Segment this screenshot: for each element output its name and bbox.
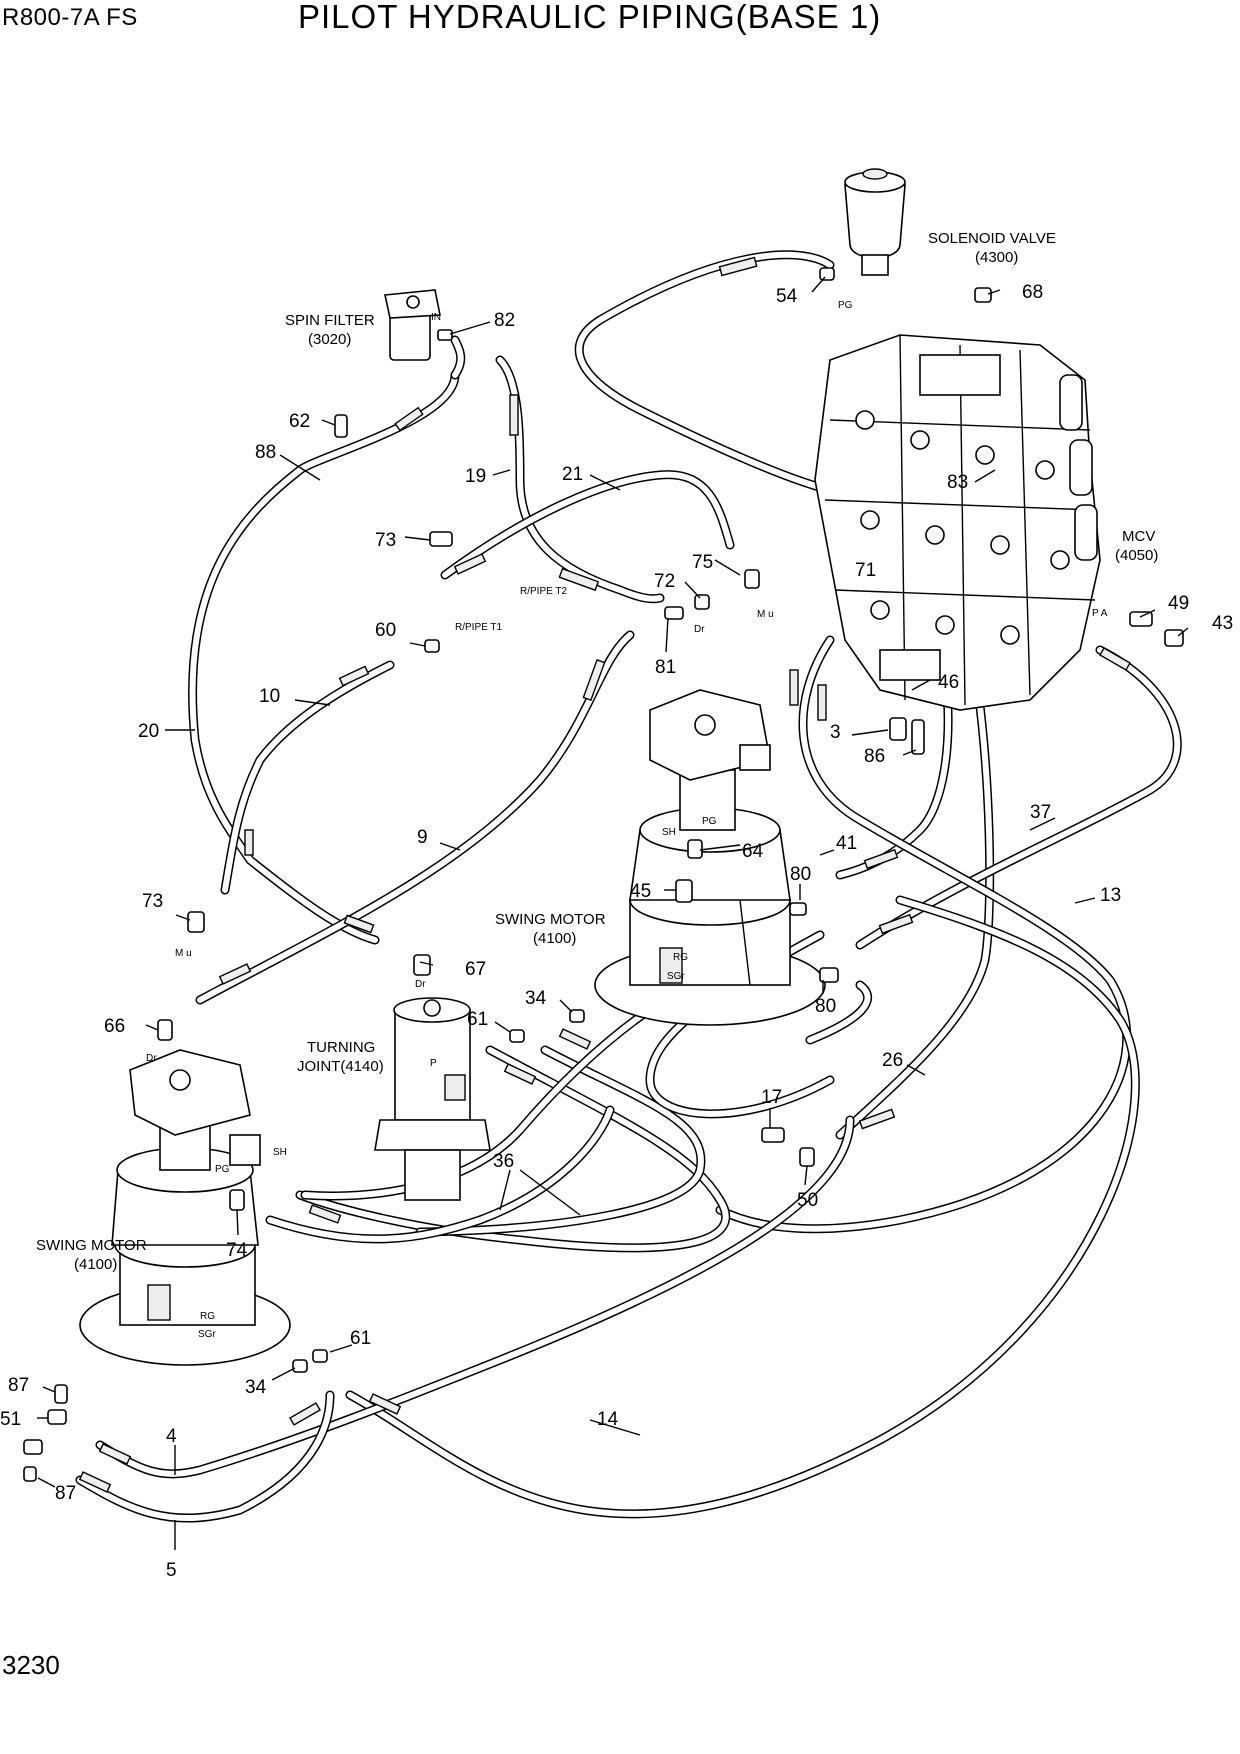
callout-66: 66 (104, 1016, 125, 1037)
callout-3: 3 (830, 722, 841, 743)
callout-74: 74 (226, 1240, 248, 1261)
spin-filter (384, 289, 441, 361)
callout-60: 60 (375, 620, 396, 641)
callout-43: 43 (1212, 613, 1233, 634)
callout-34-right: 34 (525, 988, 547, 1009)
hose-lines (75, 250, 1182, 1523)
caption-solenoid-valve-name: SOLENOID VALVE (928, 230, 1056, 247)
callout-36: 36 (493, 1151, 514, 1172)
caption-solenoid-valve-code: (4300) (975, 249, 1018, 266)
leader-lines (37, 276, 1189, 1550)
callout-87-top: 87 (8, 1375, 29, 1396)
callout-54: 54 (776, 286, 798, 307)
callout-9: 9 (417, 827, 428, 848)
caption-swing-motor-left-code: (4100) (74, 1256, 117, 1273)
port-sh-left: SH (273, 1147, 287, 1158)
callout-71: 71 (855, 560, 876, 581)
callout-72: 72 (654, 571, 675, 592)
callout-49: 49 (1168, 593, 1189, 614)
callout-26: 26 (882, 1050, 903, 1071)
port-dr-right: Dr (694, 624, 705, 635)
port-pa: P A (1092, 608, 1108, 619)
callout-46: 46 (938, 672, 959, 693)
callout-88: 88 (255, 442, 276, 463)
callout-87-bottom: 87 (55, 1483, 76, 1504)
port-sgr-left: SGr (198, 1329, 216, 1340)
port-mu-left: M u (175, 948, 192, 959)
port-sh-right: SH (662, 827, 676, 838)
callout-17: 17 (761, 1087, 782, 1108)
caption-mcv-code: (4050) (1115, 547, 1158, 564)
callout-86: 86 (864, 746, 885, 767)
swing-motor-right (594, 689, 826, 1026)
callout-73-top: 73 (375, 530, 396, 551)
port-dr-joint: Dr (415, 979, 426, 990)
port-pg-top: PG (838, 300, 853, 311)
port-pg-left: PG (215, 1164, 230, 1175)
port-dr-left: Dr (146, 1053, 157, 1064)
port-pg-right: PG (702, 816, 717, 827)
page-number: 3230 (2, 1650, 60, 1680)
turning-joint (374, 997, 491, 1201)
model-code: R800-7A FS (2, 4, 138, 31)
port-r-pipe-t1: R/PIPE T1 (455, 622, 502, 633)
caption-mcv-name: MCV (1122, 528, 1155, 545)
callout-80-top: 80 (790, 864, 811, 885)
callout-80-bottom: 80 (815, 996, 836, 1017)
port-mu-right: M u (757, 609, 774, 620)
caption-swing-motor-right-code: (4100) (533, 930, 576, 947)
callout-62: 62 (289, 411, 310, 432)
callout-41: 41 (836, 833, 857, 854)
callout-51: 51 (0, 1409, 21, 1430)
page-title: PILOT HYDRAULIC PIPING(BASE 1) (298, 0, 882, 35)
callout-67: 67 (465, 959, 486, 980)
callout-64: 64 (742, 841, 764, 862)
caption-spin-filter-code: (3020) (308, 331, 351, 348)
callout-21: 21 (562, 464, 583, 485)
caption-turning-joint-name: TURNING (307, 1039, 375, 1056)
callout-20: 20 (138, 721, 159, 742)
callout-45: 45 (630, 881, 651, 902)
callout-5: 5 (166, 1560, 177, 1581)
port-labels: R/PIPE T2 R/PIPE T1 IN PG P A M u Dr SH … (146, 300, 1108, 1340)
callout-75: 75 (692, 552, 713, 573)
fittings (23, 267, 1184, 1482)
swing-motor-left (79, 1049, 291, 1366)
caption-swing-motor-right-name: SWING MOTOR (495, 911, 606, 928)
callout-14: 14 (597, 1409, 619, 1430)
callout-82: 82 (494, 310, 515, 331)
callout-50: 50 (797, 1190, 818, 1211)
caption-swing-motor-left-name: SWING MOTOR (36, 1237, 147, 1254)
caption-spin-filter-name: SPIN FILTER (285, 312, 375, 329)
port-rg-left: RG (200, 1311, 215, 1322)
main-control-valve (814, 334, 1101, 711)
port-in: IN (431, 312, 441, 323)
callout-73-left: 73 (142, 891, 163, 912)
caption-turning-joint-code: JOINT(4140) (297, 1058, 384, 1075)
hose-sheath-marks (78, 256, 1131, 1493)
callout-61-left: 61 (350, 1328, 371, 1349)
callout-83: 83 (947, 472, 968, 493)
callout-81: 81 (655, 657, 676, 678)
port-rg-right: RG (673, 952, 688, 963)
callout-37: 37 (1030, 802, 1051, 823)
part-callouts: 54 68 82 62 88 19 21 83 73 75 72 71 49 4… (0, 282, 1233, 1581)
callout-4: 4 (166, 1426, 177, 1447)
callout-10: 10 (259, 686, 280, 707)
callout-61-right: 61 (467, 1009, 488, 1030)
callout-19: 19 (465, 466, 486, 487)
header: R800-7A FS PILOT HYDRAULIC PIPING(BASE 1… (0, 0, 1240, 40)
port-r-pipe-t2: R/PIPE T2 (520, 586, 567, 597)
callout-68: 68 (1022, 282, 1043, 303)
captions: SOLENOID VALVE (4300) SPIN FILTER (3020)… (36, 230, 1158, 1273)
callout-13: 13 (1100, 885, 1121, 906)
callout-34-left: 34 (245, 1377, 267, 1398)
port-sgr-right: SGr (667, 971, 685, 982)
port-p-joint: P (430, 1058, 437, 1069)
